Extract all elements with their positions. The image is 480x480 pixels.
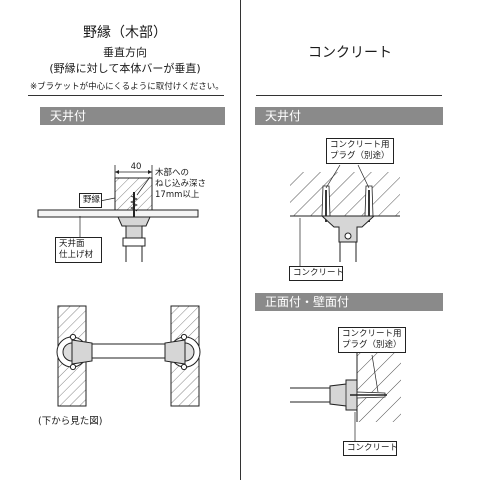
right-wall-view — [290, 352, 401, 441]
concrete-label-ceiling: コンクリート — [289, 266, 344, 281]
plug-label-box-ceiling: コンクリート用 プラグ（別途） — [326, 138, 394, 164]
depth-label-2: ねじ込み深さ — [155, 179, 207, 189]
right-header-rule — [256, 95, 442, 96]
center-divider — [240, 0, 241, 480]
left-bottom-view — [56, 305, 201, 407]
left-ceiling-tag: 天井付 — [40, 107, 225, 125]
depth-label-3: 17mm以上 — [155, 190, 200, 200]
left-subtitle-1: 垂直方向 — [103, 46, 147, 59]
ceiling-label-2: 仕上げ材 — [59, 250, 94, 260]
plug-label-2: プラグ（別途） — [330, 151, 390, 161]
plug-label-box-wall: コンクリート用 プラグ（別途） — [338, 327, 406, 353]
plug2-label-2: プラグ（別途） — [342, 340, 402, 350]
right-ceiling-view — [290, 164, 400, 266]
plug-label-1: コンクリート用 — [330, 140, 390, 150]
bottom-view-caption: (下から見た図) — [38, 416, 103, 427]
depth-label-1: 木部への — [155, 168, 190, 178]
noen-label: 野縁 — [79, 193, 102, 208]
concrete-label-wall: コンクリート — [343, 441, 398, 456]
left-note: ※ブラケットが中心にくるように取付けください。 — [30, 82, 224, 92]
left-header-rule — [28, 95, 224, 96]
right-ceiling-tag: 天井付 — [255, 107, 443, 125]
dimension-label: 40 — [130, 162, 142, 172]
ceiling-finish-box: 天井面 仕上げ材 — [55, 237, 102, 263]
left-side-view — [37, 165, 199, 262]
left-title: 野縁（木部） — [83, 25, 167, 41]
right-title: コンクリート — [308, 45, 392, 61]
right-wall-tag: 正面付・壁面付 — [255, 293, 443, 311]
plug2-label-1: コンクリート用 — [342, 329, 402, 339]
left-subtitle-2: (野縁に対して本体バーが垂直) — [49, 62, 201, 75]
ceiling-label-1: 天井面 — [59, 239, 85, 249]
